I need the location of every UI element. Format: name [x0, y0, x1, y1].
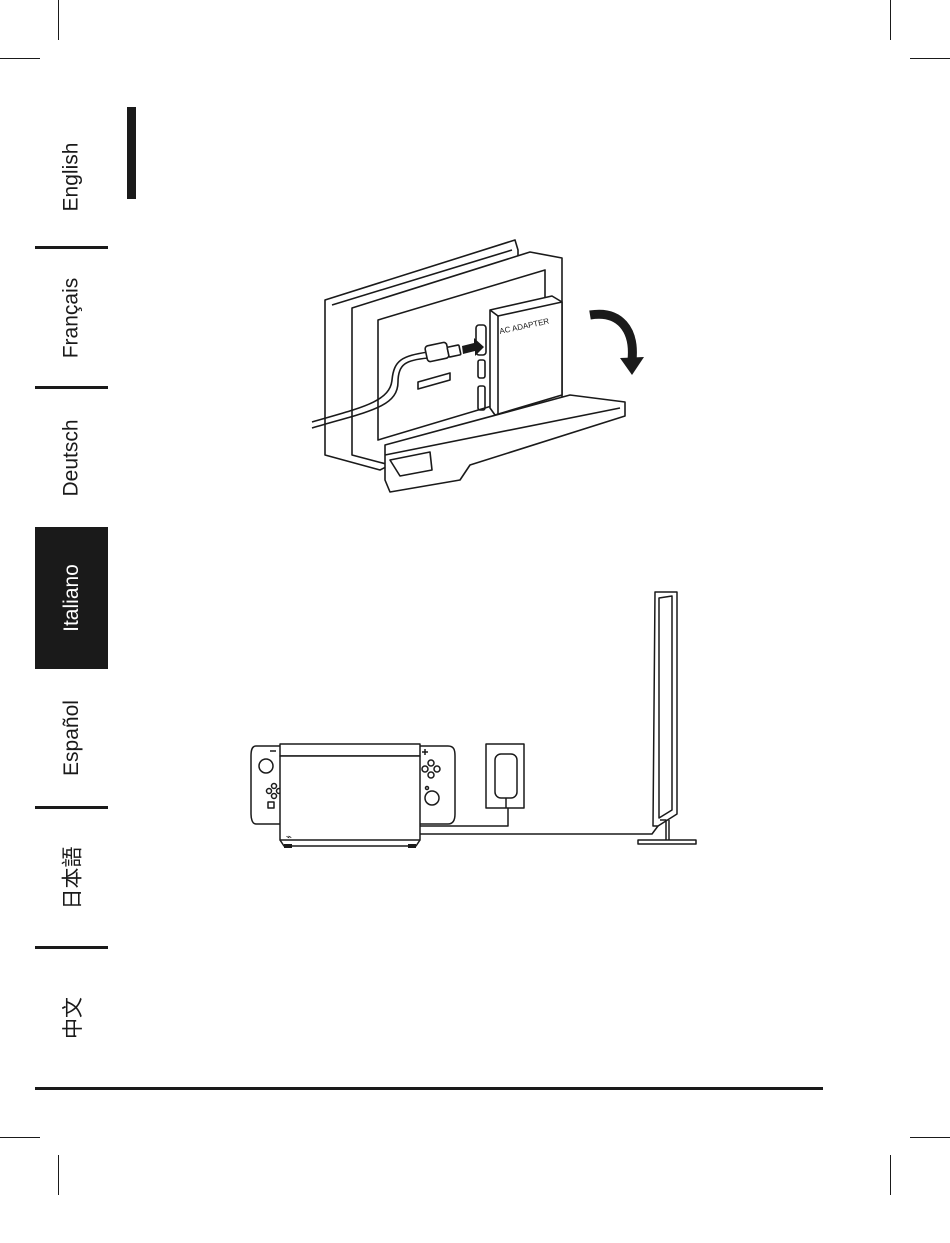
footer-rule	[35, 1087, 823, 1090]
tab-english[interactable]: English	[35, 107, 108, 247]
crop-mark	[0, 58, 40, 59]
tab-label: English	[59, 143, 83, 212]
tab-japanese[interactable]: 日本語	[35, 809, 108, 947]
tv-connection-illustration: ⌁	[250, 588, 700, 850]
tab-label: Italiano	[60, 564, 84, 632]
tab-label: 日本語	[57, 847, 87, 910]
tab-label: Español	[60, 700, 84, 776]
tab-label: Deutsch	[60, 419, 84, 496]
tab-chinese[interactable]: 中文	[35, 949, 108, 1087]
tab-francais[interactable]: Français	[35, 249, 108, 387]
crop-mark	[890, 0, 891, 40]
tab-espanol[interactable]: Español	[35, 669, 108, 807]
crop-mark	[910, 1137, 950, 1138]
tab-deutsch[interactable]: Deutsch	[35, 389, 108, 527]
tab-label: 中文	[57, 997, 87, 1039]
crop-mark	[910, 58, 950, 59]
section-marker	[127, 107, 136, 199]
crop-mark	[0, 1137, 40, 1138]
dock-cable-illustration: AC ADAPTER	[290, 230, 650, 500]
crop-mark	[890, 1155, 891, 1195]
crop-mark	[58, 1155, 59, 1195]
tab-label: Français	[60, 278, 84, 359]
crop-mark	[58, 0, 59, 40]
dock-symbol: ⌁	[286, 832, 292, 843]
tab-italiano[interactable]: Italiano	[35, 527, 108, 669]
